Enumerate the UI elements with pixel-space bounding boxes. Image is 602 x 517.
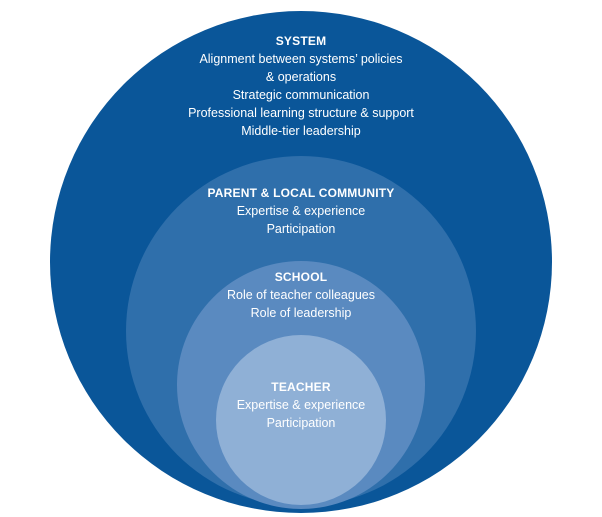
- teacher-title: TEACHER: [271, 380, 331, 394]
- school-label-block: SCHOOL Role of teacher colleagues Role o…: [0, 268, 602, 322]
- community-line: Participation: [266, 222, 336, 236]
- school-line: Role of leadership: [250, 306, 352, 320]
- teacher-label-block: TEACHER Expertise & experience Participa…: [0, 378, 602, 432]
- community-label-block: PARENT & LOCAL COMMUNITY Expertise & exp…: [0, 184, 602, 238]
- teacher-line: Participation: [266, 416, 336, 430]
- system-line: Professional learning structure & suppor…: [188, 106, 414, 120]
- school-title: SCHOOL: [274, 270, 328, 284]
- system-line: & operations: [265, 70, 337, 84]
- system-line: Middle-tier leadership: [241, 124, 361, 138]
- community-title: PARENT & LOCAL COMMUNITY: [207, 186, 395, 200]
- system-label-block: SYSTEM Alignment between systems’ polici…: [0, 32, 602, 140]
- school-line: Role of teacher colleagues: [226, 288, 375, 302]
- system-line: Strategic communication: [232, 88, 370, 102]
- system-line: Alignment between systems’ policies: [199, 52, 403, 66]
- system-title: SYSTEM: [275, 34, 327, 48]
- teacher-line: Expertise & experience: [236, 398, 366, 412]
- teacher-ring: [216, 335, 386, 505]
- community-line: Expertise & experience: [236, 204, 366, 218]
